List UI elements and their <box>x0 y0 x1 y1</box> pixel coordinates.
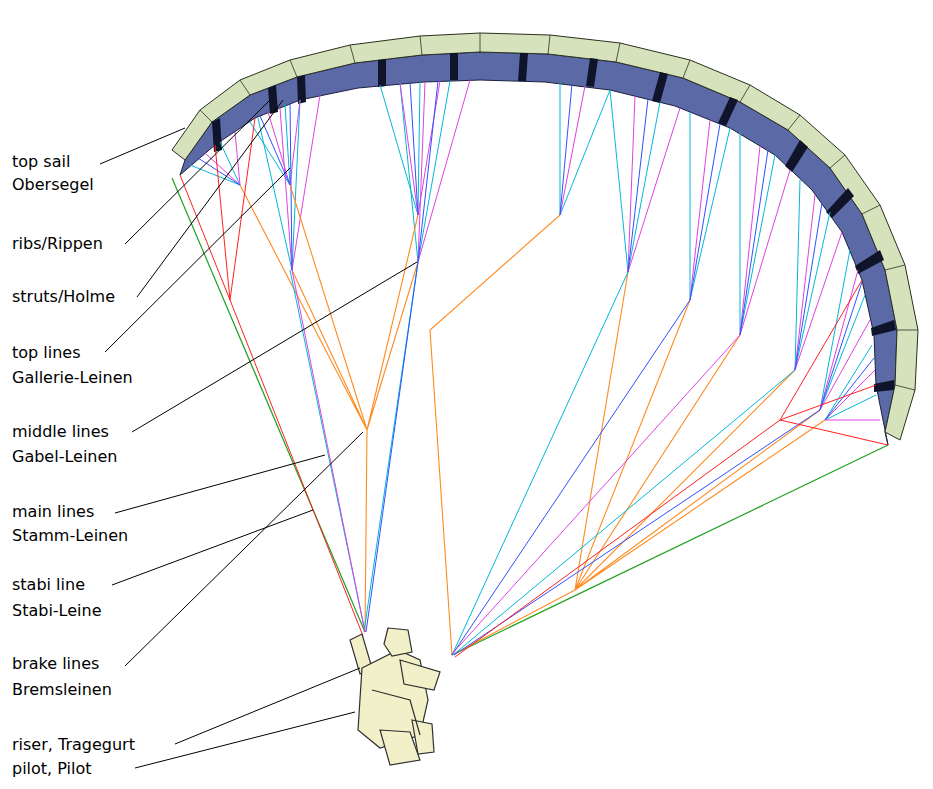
stabi-lines <box>172 178 888 655</box>
part-label: middle lines <box>12 422 109 442</box>
part-label: Gallerie-Leinen <box>12 368 133 388</box>
part-label: Stamm-Leinen <box>12 526 128 546</box>
part-label: brake lines <box>12 654 99 674</box>
top-lines-blue <box>198 81 874 420</box>
pilot-figure <box>350 628 440 765</box>
part-label: Obersegel <box>12 175 94 195</box>
part-label: Stabi-Leine <box>12 601 102 621</box>
part-label: Gabel-Leinen <box>12 447 117 467</box>
part-label: top lines <box>12 343 81 363</box>
cell-seams <box>200 33 918 390</box>
leader-lines <box>100 100 417 768</box>
top-lines-cyan <box>190 81 876 420</box>
part-label: riser, Tragegurt <box>12 735 135 755</box>
part-label: pilot, Pilot <box>12 759 92 779</box>
part-label: struts/Holme <box>12 287 115 307</box>
ribs <box>212 53 896 392</box>
top-sail <box>172 33 918 440</box>
brake-lines <box>180 118 888 657</box>
main-lines <box>240 185 825 655</box>
part-label: Bremsleinen <box>12 680 112 700</box>
part-label: ribs/Rippen <box>12 234 103 254</box>
part-label: stabi line <box>12 575 85 595</box>
part-label: top sail <box>12 152 70 172</box>
part-label: main lines <box>12 502 94 522</box>
top-lines-magenta <box>205 80 880 420</box>
riser-lines <box>290 262 820 655</box>
